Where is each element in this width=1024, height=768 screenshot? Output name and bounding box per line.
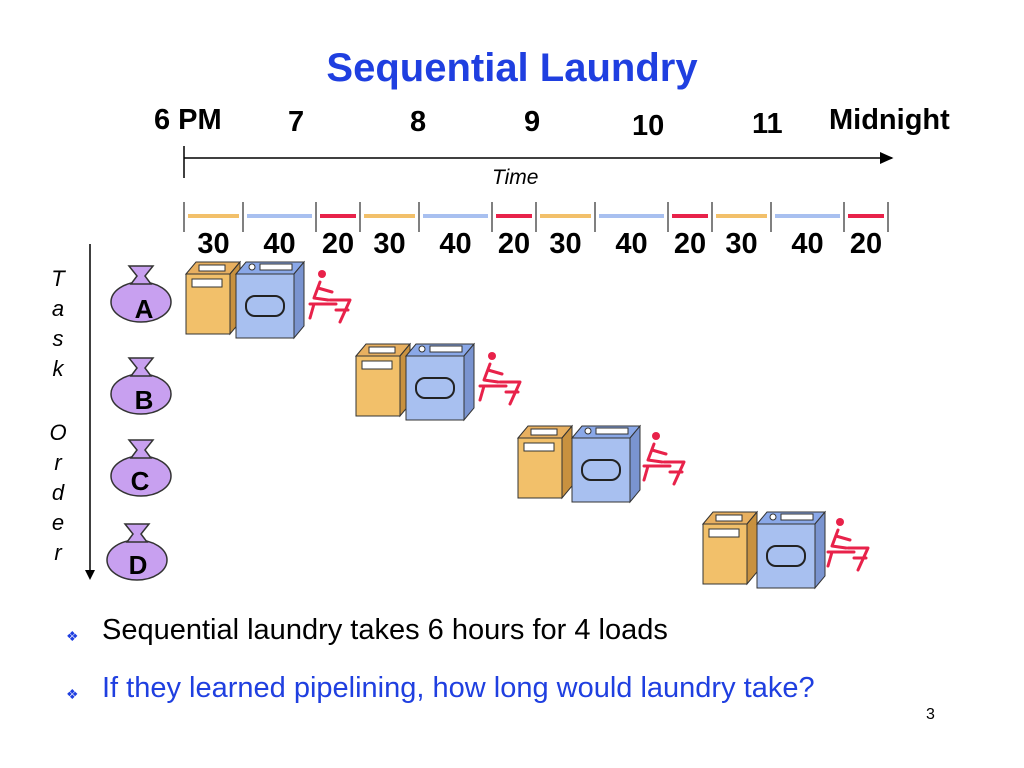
- laundry-bag-icon: [106, 523, 168, 581]
- duration-label: 40: [615, 228, 648, 260]
- task-label-a: A: [134, 294, 154, 324]
- washer-icon: [516, 424, 574, 500]
- folding-person-icon: [642, 432, 686, 486]
- duration-label: 30: [549, 228, 582, 260]
- duration-label: 20: [849, 228, 883, 260]
- washer-icon: [701, 510, 759, 586]
- task-order-arrowhead: [85, 570, 95, 580]
- duration-label: 40: [791, 228, 824, 260]
- task-order-letter: k: [52, 356, 64, 381]
- task-order-letter: T: [51, 266, 65, 291]
- task-label-d: D: [128, 550, 148, 580]
- task-order-letter: r: [54, 540, 62, 565]
- hour-label: 6 PM: [154, 104, 222, 136]
- bullet-text-2: If they learned pipelining, how long wou…: [102, 672, 815, 704]
- duration-label: 40: [263, 228, 296, 260]
- hour-label: 11: [752, 108, 783, 140]
- task-order-letter: d: [51, 480, 65, 505]
- task-order-letter: r: [54, 450, 62, 475]
- time-axis-label: Time: [492, 166, 539, 189]
- task-label-c: C: [130, 466, 150, 496]
- laundry-bag-icon: [110, 265, 172, 323]
- page-title: Sequential Laundry: [326, 46, 698, 90]
- duration-label: 30: [197, 228, 230, 260]
- task-order-letter: e: [51, 510, 65, 535]
- bullet-icon: ❖: [66, 628, 79, 644]
- hour-label: 8: [410, 106, 427, 138]
- task-order-letter: a: [51, 296, 65, 321]
- duration-label: 20: [673, 228, 707, 260]
- dryer-icon: [755, 510, 827, 590]
- task-rows: [106, 260, 870, 590]
- hour-label: Midnight: [829, 104, 950, 136]
- hour-label: 7: [288, 106, 305, 138]
- washer-icon: [354, 342, 412, 418]
- dryer-icon: [234, 260, 306, 340]
- folding-person-icon: [826, 518, 870, 572]
- duration-label: 30: [725, 228, 758, 260]
- duration-label: 30: [373, 228, 406, 260]
- laundry-bag-icon: [110, 439, 172, 497]
- bullet-text-1: Sequential laundry takes 6 hours for 4 l…: [102, 614, 668, 646]
- washer-icon: [184, 260, 242, 336]
- duration-label: 20: [497, 228, 531, 260]
- dryer-icon: [570, 424, 642, 504]
- task-label-b: B: [134, 385, 154, 415]
- laundry-bag-icon: [110, 357, 172, 415]
- task-order-letter: s: [52, 326, 64, 351]
- bullet-icon: ❖: [66, 686, 79, 702]
- folding-person-icon: [308, 270, 352, 324]
- time-segments: [183, 202, 889, 232]
- folding-person-icon: [478, 352, 522, 406]
- task-order-letter: O: [49, 420, 67, 445]
- dryer-icon: [404, 342, 476, 422]
- duration-label: 40: [439, 228, 472, 260]
- hour-label: 10: [632, 110, 665, 142]
- page-number: 3: [926, 706, 935, 723]
- duration-label: 20: [321, 228, 355, 260]
- hour-label: 9: [524, 106, 541, 138]
